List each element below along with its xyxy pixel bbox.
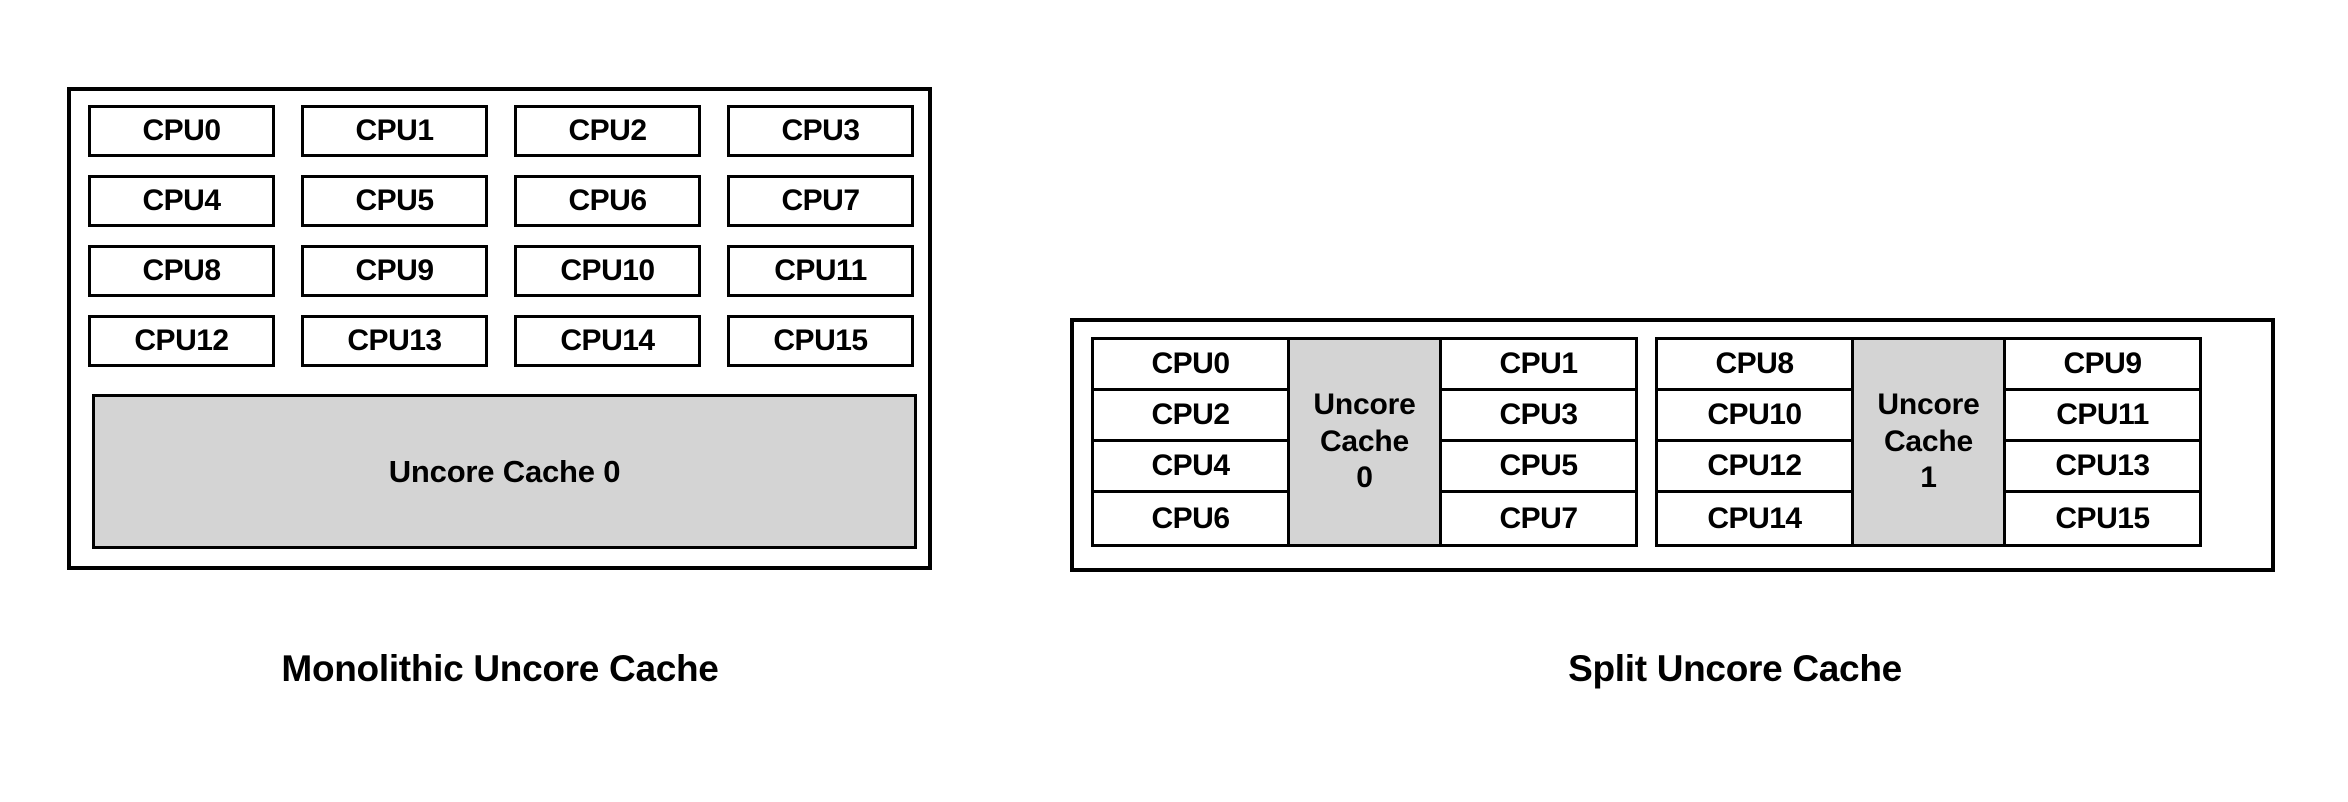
monolithic-cpu-grid: CPU0 CPU1 CPU2 CPU3 CPU4 CPU5 CPU6 CPU7 … (88, 105, 915, 367)
cpu-box: CPU13 (2006, 442, 2199, 493)
uncore-cache-box: Uncore Cache 1 (1851, 340, 2006, 544)
cpu-box: CPU9 (2006, 340, 2199, 391)
cpu-box: CPU12 (88, 315, 275, 367)
cpu-box: CPU11 (727, 245, 914, 297)
cpu-box: CPU0 (1094, 340, 1287, 391)
cpu-column-right: CPU9 CPU11 CPU13 CPU15 (2006, 340, 2199, 544)
cpu-box: CPU1 (301, 105, 488, 157)
cpu-box: CPU14 (1658, 493, 1851, 544)
uncore-cache-label-line2: Cache (1319, 424, 1410, 458)
split-cluster-row: CPU0 CPU2 CPU4 CPU6 Uncore Cache 0 CPU1 … (1091, 337, 2202, 547)
cpu-box: CPU5 (1442, 442, 1635, 493)
cpu-box: CPU8 (88, 245, 275, 297)
cpu-column-left: CPU0 CPU2 CPU4 CPU6 (1094, 340, 1287, 544)
split-cluster: CPU8 CPU10 CPU12 CPU14 Uncore Cache 1 CP… (1655, 337, 2202, 547)
uncore-cache-label-line2: Cache (1883, 424, 1974, 458)
cpu-box: CPU10 (1658, 391, 1851, 442)
split-cluster: CPU0 CPU2 CPU4 CPU6 Uncore Cache 0 CPU1 … (1091, 337, 1638, 547)
cpu-box: CPU14 (514, 315, 701, 367)
uncore-cache-label-line3: 0 (1356, 461, 1373, 495)
cpu-column-left: CPU8 CPU10 CPU12 CPU14 (1658, 340, 1851, 544)
cpu-box: CPU15 (2006, 493, 2199, 544)
uncore-cache-label: Uncore Cache 0 (388, 453, 621, 489)
uncore-cache-label-line3: 1 (1920, 461, 1937, 495)
uncore-cache-label-line1: Uncore (1313, 388, 1416, 422)
cpu-box: CPU4 (1094, 442, 1287, 493)
cpu-box: CPU2 (1094, 391, 1287, 442)
cpu-box: CPU12 (1658, 442, 1851, 493)
cpu-box: CPU5 (301, 175, 488, 227)
uncore-cache-box: Uncore Cache 0 (1287, 340, 1442, 544)
cpu-box: CPU10 (514, 245, 701, 297)
cpu-box: CPU8 (1658, 340, 1851, 391)
cpu-column-right: CPU1 CPU3 CPU5 CPU7 (1442, 340, 1635, 544)
split-caption: Split Uncore Cache (1568, 648, 1902, 689)
cpu-box: CPU15 (727, 315, 914, 367)
cpu-box: CPU4 (88, 175, 275, 227)
cpu-box: CPU2 (514, 105, 701, 157)
cpu-box: CPU13 (301, 315, 488, 367)
cpu-box: CPU6 (514, 175, 701, 227)
split-uncore-panel: CPU0 CPU2 CPU4 CPU6 Uncore Cache 0 CPU1 … (1070, 318, 2275, 572)
cpu-box: CPU1 (1442, 340, 1635, 391)
cpu-box: CPU7 (1442, 493, 1635, 544)
cpu-box: CPU6 (1094, 493, 1287, 544)
uncore-cache-label-line1: Uncore (1877, 388, 1980, 422)
cpu-box: CPU3 (1442, 391, 1635, 442)
cpu-box: CPU7 (727, 175, 914, 227)
cpu-box: CPU0 (88, 105, 275, 157)
cpu-box: CPU11 (2006, 391, 2199, 442)
uncore-cache-box: Uncore Cache 0 (92, 394, 917, 549)
cpu-box: CPU9 (301, 245, 488, 297)
cpu-box: CPU3 (727, 105, 914, 157)
monolithic-caption: Monolithic Uncore Cache (281, 648, 719, 689)
monolithic-uncore-panel: CPU0 CPU1 CPU2 CPU3 CPU4 CPU5 CPU6 CPU7 … (67, 87, 932, 570)
